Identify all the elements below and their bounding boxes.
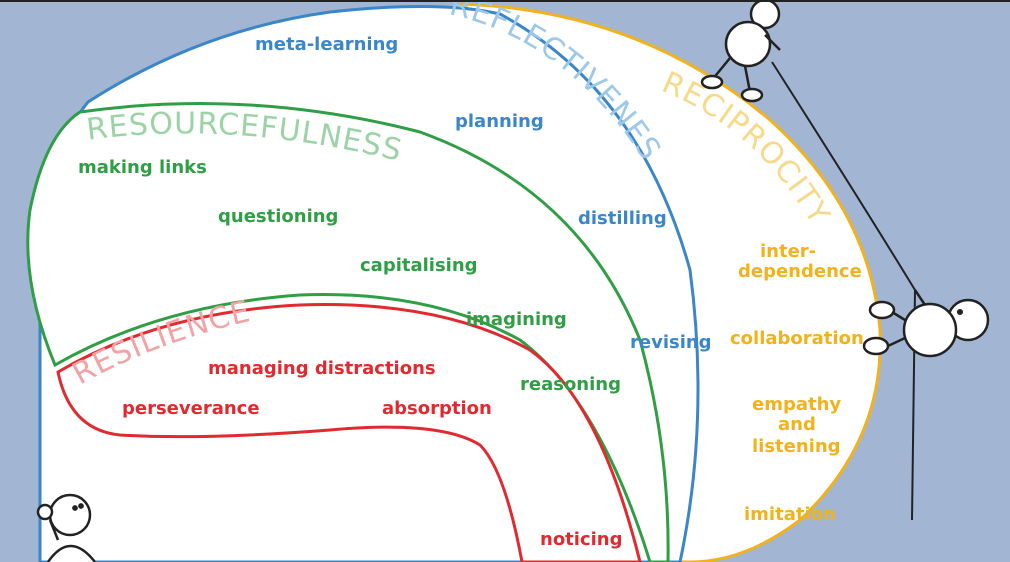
skill-reasoning: reasoning: [520, 374, 621, 395]
skill-noticing: noticing: [540, 529, 623, 550]
skill-imitation: imitation: [744, 504, 836, 525]
skill-absorption: absorption: [382, 398, 492, 419]
skill-and: and: [778, 414, 816, 435]
skill-imagining: imagining: [466, 309, 567, 330]
skill-distilling: distilling: [578, 208, 667, 229]
skill-inter-line1: inter-: [760, 241, 816, 262]
climber-top-figure: [700, 0, 781, 103]
resilience-region: [56, 303, 642, 562]
skill-managing-distractions: managing distractions: [208, 358, 436, 379]
skill-listening: listening: [752, 436, 841, 457]
skill-planning: planning: [455, 111, 544, 132]
climber-rope-figure: [862, 289, 990, 358]
skill-collaboration: collaboration: [730, 328, 864, 349]
skill-revising: revising: [630, 332, 712, 353]
skill-empathy: empathy: [752, 394, 841, 415]
skill-questioning: questioning: [218, 206, 338, 227]
bottom-left-figure: [36, 493, 96, 562]
rope: [771, 61, 917, 521]
skill-making-links: making links: [78, 157, 207, 178]
skill-meta-learning: meta-learning: [255, 34, 398, 55]
skill-perseverance: perseverance: [122, 398, 260, 419]
skill-capitalising: capitalising: [360, 255, 478, 276]
skill-inter-line2: dependence: [738, 261, 862, 282]
